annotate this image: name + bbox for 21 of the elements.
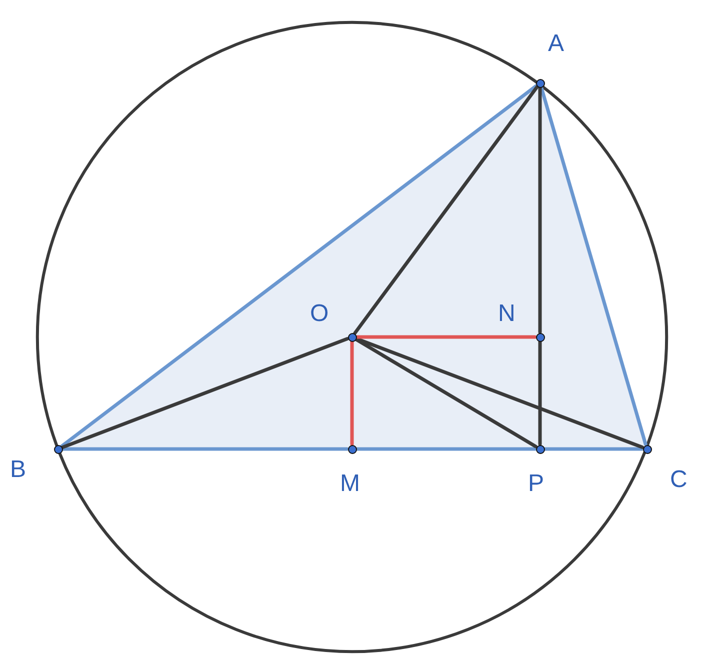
line-segment (350, 340, 354, 446)
point-label: A (548, 32, 564, 56)
line-segment (60, 84, 538, 448)
point-label: N (498, 302, 516, 326)
point-label: B (10, 458, 26, 482)
line-segment (538, 340, 542, 446)
point-label: P (528, 472, 544, 496)
point-label: M (340, 472, 360, 496)
line-segment (60, 337, 350, 449)
line-segment (540, 86, 648, 446)
point-label: C (670, 468, 688, 492)
line-segment (354, 338, 538, 448)
line-segment (61, 447, 349, 451)
point (54, 444, 62, 454)
line-segment (353, 85, 539, 335)
line-segment (355, 447, 537, 451)
line-segment (355, 335, 537, 339)
line-segment (538, 86, 542, 334)
line-segment (543, 447, 644, 451)
point (536, 78, 544, 88)
point-label: O (310, 302, 329, 326)
